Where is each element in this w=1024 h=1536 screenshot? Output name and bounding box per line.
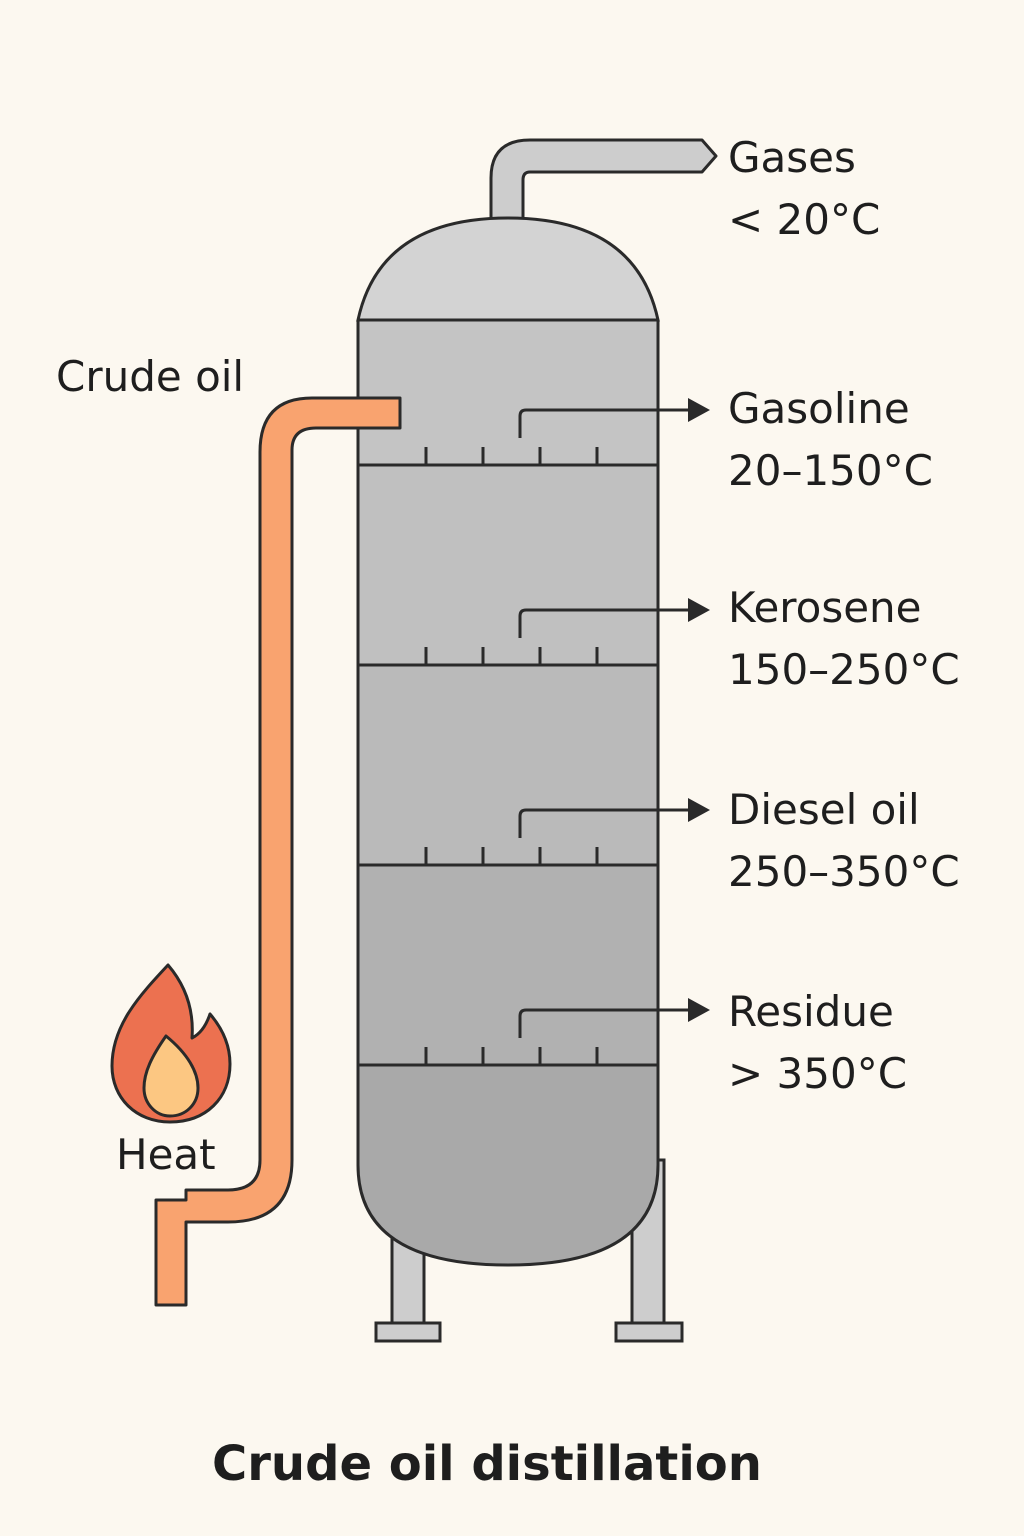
fraction-gasoline: Gasoline 20–150°C — [728, 378, 933, 502]
flame-icon — [110, 963, 232, 1124]
column-section-3 — [358, 665, 658, 865]
flame-inner — [142, 1034, 200, 1118]
arrow-right-icon — [688, 598, 710, 622]
draw-off-lines — [518, 408, 690, 1038]
gas-outlet-pipe — [489, 138, 718, 222]
tray-1 — [358, 447, 658, 467]
fraction-range: 150–250°C — [728, 645, 960, 694]
crude-oil-feed-pipe — [154, 396, 402, 1307]
tray-2 — [358, 647, 658, 667]
column-top-dome — [356, 216, 660, 322]
fraction-diesel-oil: Diesel oil 250–350°C — [728, 779, 960, 903]
column-outline — [356, 320, 660, 1267]
heat-label: Heat — [116, 1130, 216, 1179]
fraction-gases: Gases < 20°C — [728, 127, 880, 251]
left-foot — [374, 1321, 442, 1343]
arrow-right-icon — [688, 998, 710, 1022]
fraction-name: Gases — [728, 133, 856, 182]
fraction-name: Gasoline — [728, 384, 910, 433]
crude-oil-label: Crude oil — [56, 352, 245, 401]
column-bottom-dome — [358, 1065, 658, 1265]
column-section-2 — [358, 465, 658, 665]
right-foot — [614, 1321, 684, 1343]
distillation-column — [356, 216, 660, 1267]
diagram-title: Crude oil distillation — [212, 1436, 762, 1492]
fraction-range: > 350°C — [728, 1049, 908, 1098]
arrow-right-icon — [688, 398, 710, 422]
fraction-residue: Residue > 350°C — [728, 981, 907, 1105]
diesel-draw-off — [518, 808, 690, 838]
arrow-right-icon — [688, 798, 710, 822]
fraction-range: 20–150°C — [728, 446, 933, 495]
fraction-name: Kerosene — [728, 583, 922, 632]
column-section-1 — [358, 320, 658, 465]
fraction-name: Residue — [728, 987, 894, 1036]
trays — [358, 447, 658, 1067]
residue-draw-off — [518, 1008, 690, 1038]
gasoline-draw-off — [518, 408, 690, 438]
fraction-range: 250–350°C — [728, 847, 960, 896]
column-section-4 — [358, 865, 658, 1065]
tray-3 — [358, 847, 658, 867]
arrowheads — [688, 398, 710, 1022]
tray-4 — [358, 1047, 658, 1067]
fraction-range: < 20°C — [728, 195, 881, 244]
kerosene-draw-off — [518, 608, 690, 638]
fraction-kerosene: Kerosene 150–250°C — [728, 577, 960, 701]
fraction-name: Diesel oil — [728, 785, 920, 834]
